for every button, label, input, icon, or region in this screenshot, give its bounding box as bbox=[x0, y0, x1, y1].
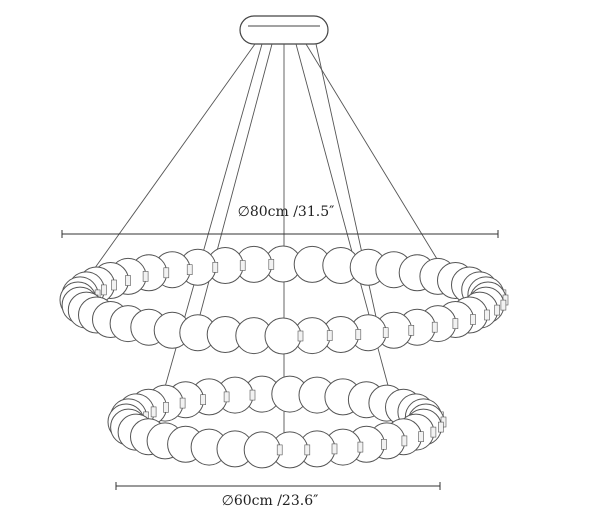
cable bbox=[295, 43, 401, 431]
bead-spacer bbox=[304, 444, 311, 456]
upper-ring-back-row bbox=[61, 245, 507, 314]
ceiling-canopy bbox=[239, 15, 329, 45]
bead-spacer bbox=[249, 389, 256, 401]
upper-diameter-dimension: ∅80cm /31.5″ bbox=[61, 204, 499, 238]
bead-spacer bbox=[452, 318, 459, 329]
bead-spacer bbox=[438, 421, 444, 433]
upper-diameter-label: ∅80cm /31.5″ bbox=[238, 204, 335, 220]
bead-spacer bbox=[142, 271, 149, 282]
upper-ring-front-row bbox=[59, 281, 509, 355]
bead bbox=[243, 431, 281, 469]
bead-spacer bbox=[223, 391, 230, 403]
bead-spacer bbox=[212, 261, 219, 273]
bead-spacer bbox=[355, 329, 362, 340]
bead-spacer bbox=[200, 394, 206, 406]
bead-spacer bbox=[408, 324, 415, 336]
cable bbox=[149, 43, 263, 441]
bead-spacer bbox=[357, 441, 364, 453]
bead-spacer bbox=[163, 267, 170, 279]
lower-diameter-label: ∅60cm /23.6″ bbox=[222, 493, 319, 509]
bead-spacer bbox=[484, 309, 490, 321]
bead-spacer bbox=[382, 327, 389, 339]
bead-spacer bbox=[150, 406, 157, 418]
bead-spacer bbox=[186, 264, 193, 276]
bead-spacer bbox=[268, 259, 275, 270]
bead-spacer bbox=[500, 299, 507, 311]
bead-spacer bbox=[125, 275, 131, 286]
bead-spacer bbox=[111, 279, 117, 291]
cable bbox=[315, 43, 381, 336]
cable bbox=[305, 43, 463, 301]
bead-spacer bbox=[401, 435, 408, 447]
bead-spacer bbox=[163, 401, 169, 413]
bead-spacer bbox=[276, 444, 283, 456]
bead-spacer bbox=[431, 321, 438, 333]
bead-spacer bbox=[494, 304, 501, 316]
bead-spacer bbox=[239, 260, 246, 271]
bead-spacer bbox=[381, 438, 387, 450]
bead-spacer bbox=[179, 397, 186, 409]
cable bbox=[71, 43, 256, 301]
bead-spacer bbox=[418, 431, 424, 443]
bead-spacer bbox=[470, 314, 476, 325]
lower-ring-front-row bbox=[107, 403, 447, 469]
bead-spacer bbox=[101, 284, 107, 296]
bead-spacer bbox=[297, 330, 304, 342]
bead-spacer bbox=[331, 443, 338, 455]
bead-spacer bbox=[326, 330, 333, 341]
cable bbox=[195, 43, 273, 331]
bead-spacer bbox=[430, 426, 437, 438]
bead bbox=[264, 317, 302, 355]
lower-diameter-dimension: ∅60cm /23.6″ bbox=[115, 482, 441, 509]
